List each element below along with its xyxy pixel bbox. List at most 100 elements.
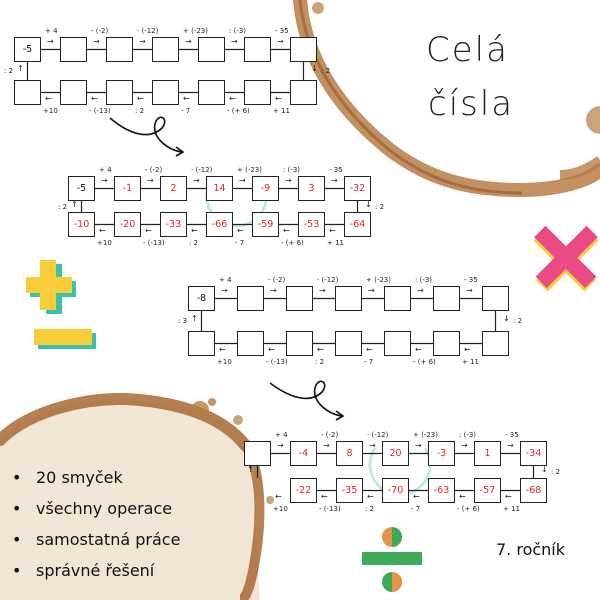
arrow-down-icon: ↓ [541,465,548,474]
loop-box-top: -32 [344,176,371,201]
operation-label: +10 [273,505,288,513]
operation-label: - 35 [329,166,343,174]
arrow-left-icon: ← [459,492,466,501]
loop-box-bottom: -64 [344,212,371,237]
times-icon [533,225,599,292]
plus-minus-icon [26,260,96,349]
operation-label: + (-23) [413,431,438,439]
loop-box-bottom: -68 [520,478,547,503]
operation-label: - (-2) [321,431,339,439]
operation-label: : 2 [315,358,325,366]
operation-label: +10 [217,358,232,366]
operation-label-right: : 2 [321,67,331,75]
arrow-right-icon: → [185,37,192,46]
arrow-right-icon: → [417,286,424,295]
arrow-right-icon: → [193,176,200,185]
operation-label: : (-3) [283,166,301,174]
arrow-right-icon: → [47,37,54,46]
loop-box-top: 8 [336,441,363,466]
arrow-right-icon: → [270,286,277,295]
operation-label: - 35 [275,27,289,35]
operation-label: - 7 [235,239,245,247]
operation-label: - 35 [464,276,478,284]
arrow-right-icon: → [277,441,284,450]
loop-box-bottom: -59 [252,212,279,237]
operation-label: + (-23) [237,166,262,174]
arrow-left-icon: ← [91,94,98,103]
operation-label-left: : 2 [58,202,68,211]
grade-label: 7. ročník [496,540,566,559]
arrow-left-icon: ← [237,226,244,235]
arrow-left-icon: ← [183,94,190,103]
loop-box-top: 2 [160,176,187,201]
operation-label: + 4 [99,166,112,174]
loop-box-top: 3 [298,176,325,201]
loop-box-bottom: -70 [382,478,409,503]
operation-label-right: : 2 [513,317,523,325]
loop-box-top: -1 [114,176,141,201]
arrow-left-icon: ← [145,226,152,235]
loop-box-bottom [188,331,215,356]
operation-label: : (-3) [229,27,247,35]
operation-label: - (+ 6) [413,358,436,366]
operation-label: - (-2) [268,276,286,284]
operation-label: - (+ 6) [457,505,480,513]
operation-label: - (-13) [319,505,341,513]
arrow-right-icon: → [331,176,338,185]
operation-label-left: : 2 [4,67,14,75]
loop-box-top: 14 [206,176,233,201]
operation-label: - 7 [364,358,374,366]
arrow-up-icon: ↑ [71,199,78,209]
loop-box-bottom [384,331,411,356]
arrow-right-icon: → [101,176,108,185]
loop-box-top: -8 [188,286,215,311]
arrow-down-icon: ↓ [311,64,318,73]
operation-label: +10 [43,107,58,115]
operation-label: - (-13) [143,239,165,247]
arrow-left-icon: ← [505,492,512,501]
operation-label: - (+ 6) [281,239,304,247]
loop-box-bottom [286,331,313,356]
operation-label: : (-3) [415,276,433,284]
arrow-left-icon: ← [366,345,373,354]
arrow-down-icon: ↓ [365,199,372,209]
loop-box-bottom [433,331,460,356]
arrow-left-icon: ← [45,94,52,103]
operation-label: - (+ 6) [227,107,250,115]
operation-label: + 11 [273,107,290,115]
operation-label: : (-3) [459,431,477,439]
operation-label: · (-12) [317,276,339,284]
operation-label: - 35 [505,431,519,439]
loop-box-top: -34 [520,441,547,466]
loop-box-top: -5 [14,37,41,62]
loop-box-bottom [106,80,133,105]
operation-label: + (-23) [366,276,391,284]
operation-label: + 11 [327,239,344,247]
loop-box-top: 20 [382,441,409,466]
loop-box-bottom [14,80,41,105]
arrow-right-icon: → [466,286,473,295]
arrow-right-icon: → [93,37,100,46]
arrow-up-icon: ↑ [17,64,24,73]
loop-box-bottom: -57 [474,478,501,503]
loop-box-bottom: -33 [160,212,187,237]
arrow-right-icon: → [285,176,292,185]
arrow-left-icon: ← [321,492,328,501]
operation-label: +10 [97,239,112,247]
operation-label: + 4 [219,276,232,284]
operation-label-right: : 2 [551,468,561,476]
arrow-left-icon: ← [137,94,144,103]
loop-box-top [198,37,225,62]
arrow-up-icon: ↑ [247,465,254,474]
operation-label: + (-23) [183,27,208,35]
arrow-left-icon: ← [413,492,420,501]
arrow-right-icon: → [507,441,514,450]
arrow-right-icon: → [319,286,326,295]
arrow-right-icon: → [139,37,146,46]
arrow-left-icon: ← [415,345,422,354]
loop-box-top: -9 [252,176,279,201]
loop-box-top [60,37,87,62]
arrow-left-icon: ← [367,492,374,501]
arrow-right-icon: → [415,441,422,450]
